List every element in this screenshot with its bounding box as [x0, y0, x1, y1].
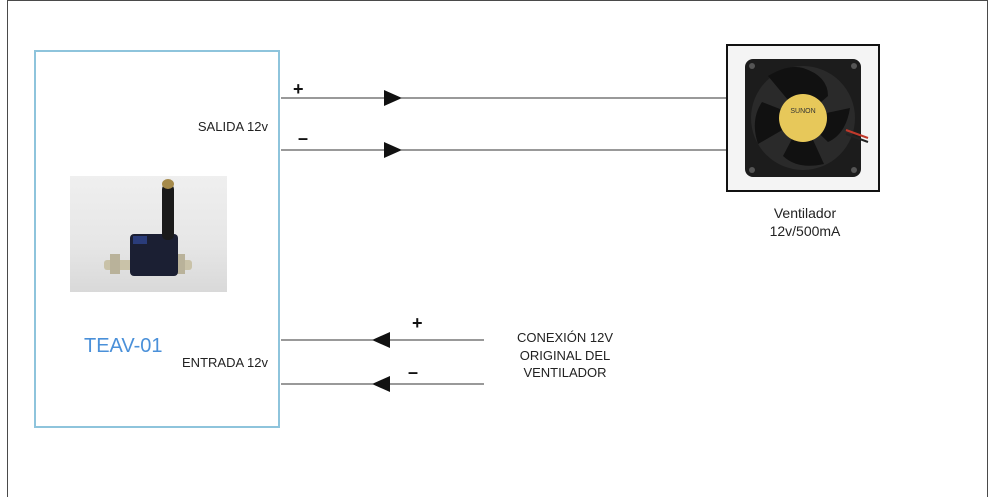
device-illustration [104, 179, 192, 276]
fan-icon: SUNON [745, 59, 869, 177]
fan-caption-rating: 12v/500mA [769, 223, 841, 240]
fan-caption: Ventilador 12v/500mA [730, 204, 880, 240]
fan-photo: SUNON [726, 44, 880, 192]
input-port-label: ENTRADA 12v [182, 355, 268, 370]
output-port-label: SALIDA 12v [197, 119, 268, 134]
source-line-3: VENTILADOR [523, 365, 607, 381]
teav-module-box [34, 50, 280, 428]
output-minus-sign: – [298, 128, 309, 148]
input-minus-arrow [372, 376, 390, 392]
input-plus-sign: + [412, 313, 423, 333]
device-photo [70, 176, 227, 292]
source-caption: CONEXIÓN 12V ORIGINAL DEL VENTILADOR [490, 329, 640, 382]
diagram-frame [7, 0, 988, 497]
module-title: TEAV-01 [84, 335, 163, 357]
fan-caption-name: Ventilador [773, 205, 837, 221]
input-minus-sign: – [408, 362, 419, 382]
output-plus-arrow [384, 90, 402, 106]
output-minus-arrow [384, 142, 402, 158]
fan-brand: SUNON [790, 108, 815, 115]
source-line-1: CONEXIÓN 12V [516, 330, 614, 345]
output-plus-sign: + [293, 79, 304, 99]
source-line-2: ORIGINAL DEL [519, 347, 611, 363]
input-plus-arrow [372, 332, 390, 348]
